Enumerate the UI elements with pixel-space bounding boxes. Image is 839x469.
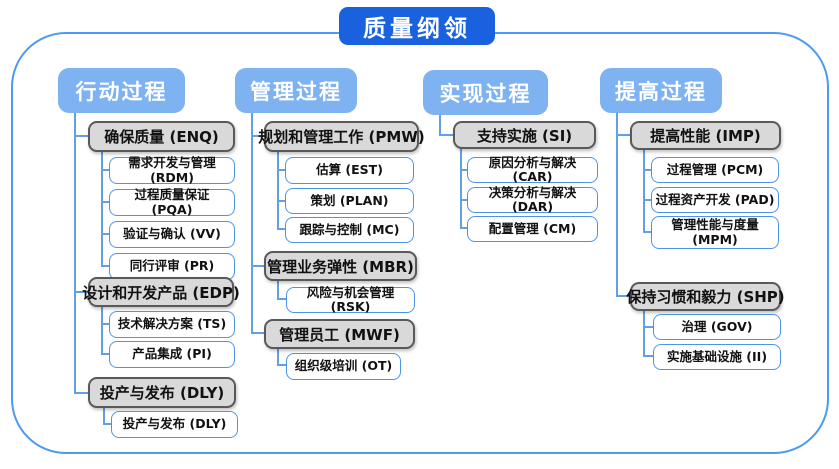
connector-line [643,199,651,201]
connector-line [74,113,76,393]
node-mc: 跟踪与控制 (MC) [285,217,414,243]
connector-line [460,199,467,201]
category-management-process: 管理过程 [235,68,357,113]
node-pqa: 过程质量保证 (PQA) [109,187,235,216]
connector-line [74,135,88,137]
node-ii: 实施基础设施 (II) [653,344,781,370]
connector-line [74,392,88,394]
connector-line [101,265,109,267]
group-shp: 保持习惯和毅力 (SHP) [626,282,785,311]
connector-line [439,115,441,136]
connector-line [460,227,467,229]
connector-line [643,169,651,171]
diagram-title: 质量纲领 [339,7,495,45]
connector-line [251,135,264,137]
connector-line [277,200,285,202]
connector-line [251,113,253,334]
node-vv: 验证与确认 (VV) [109,221,235,248]
node-dly: 投产与发布 (DLY) [111,411,238,438]
node-mpm: 管理性能与度量 (MPM) [651,216,779,249]
connector-line [460,169,467,171]
node-ot: 组织级培训 (OT) [286,353,401,380]
connector-line [277,364,286,366]
group-si: 支持实施 (SI) [453,121,596,149]
connector-line [643,150,645,232]
group-pmw: 规划和管理工作 (PMW) [258,121,425,152]
connector-line [643,355,653,357]
connector-line [101,233,109,235]
node-pr: 同行评审 (PR) [109,253,235,280]
connector-line [277,169,285,171]
node-car: 原因分析与解决 (CAR) [467,155,598,184]
node-pcm: 过程管理 (PCM) [651,157,779,183]
connector-line [643,311,645,357]
connector-line [277,228,285,230]
connector-line [643,326,653,328]
connector-line [277,349,279,366]
connector-line [460,149,462,229]
node-dar: 决策分析与解决 (DAR) [467,185,598,214]
group-dly: 投产与发布 (DLY) [88,377,236,408]
connector-line [101,152,103,267]
connector-line [101,353,109,355]
connector-line [277,152,279,230]
node-est: 估算 (EST) [285,157,414,184]
connector-line [101,169,109,171]
connector-line [251,332,264,334]
group-edp: 设计和开发产品 (EDP) [82,277,240,307]
node-gov: 治理 (GOV) [653,314,781,340]
connector-line [616,134,630,136]
connector-line [101,323,109,325]
node-cm: 配置管理 (CM) [467,216,598,242]
connector-line [103,408,105,425]
connector-line [616,113,618,297]
connector-line [101,201,109,203]
connector-line [643,231,651,233]
node-rdm: 需求开发与管理 (RDM) [109,155,235,184]
category-improvement-process: 提高过程 [600,68,722,113]
group-imp: 提高性能 (IMP) [630,121,781,150]
node-plan: 策划 (PLAN) [285,188,414,214]
connector-line [103,423,111,425]
connector-line [277,298,286,300]
node-pi: 产品集成 (PI) [109,341,235,368]
node-rsk: 风险与机会管理 (RSK) [286,285,415,314]
group-enq: 确保质量 (ENQ) [88,121,235,152]
connector-line [277,281,279,300]
category-action-process: 行动过程 [58,68,185,113]
connector-line [439,134,453,136]
connector-line [101,307,103,355]
connector-line [616,295,630,297]
connector-line [251,265,264,267]
node-ts: 技术解决方案 (TS) [109,311,235,338]
group-mwf: 管理员工 (MWF) [264,319,415,349]
node-pad: 过程资产开发 (PAD) [651,187,779,213]
group-mbr: 管理业务弹性 (MBR) [264,251,417,281]
category-realization-process: 实现过程 [423,70,548,115]
connector-line [74,291,88,293]
